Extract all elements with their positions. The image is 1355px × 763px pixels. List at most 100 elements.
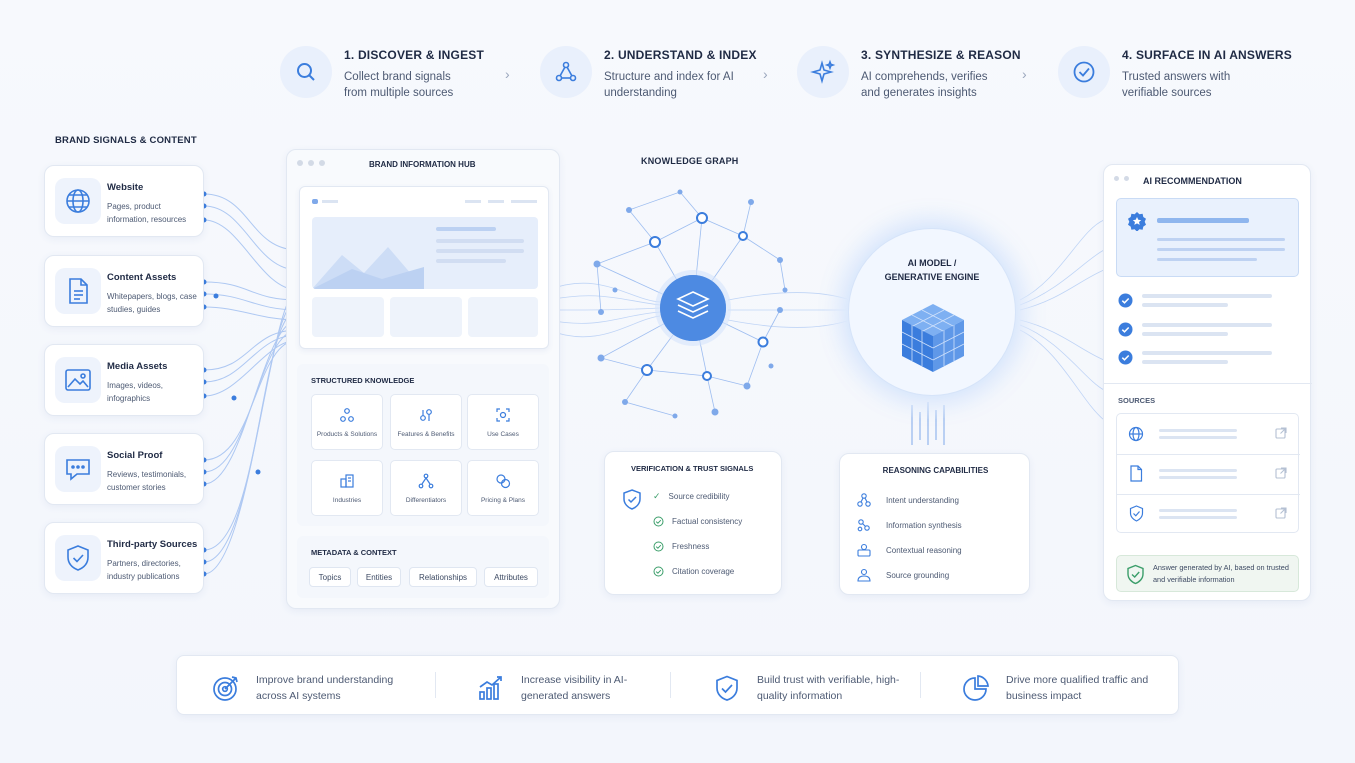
chevron-right-icon: › [505,66,510,82]
globe-icon [55,178,101,224]
brand-hub-panel: BRAND INFORMATION HUB STRUCTURED KNOWLED… [286,149,560,609]
divider [435,672,436,698]
user-nodes-icon [857,493,871,507]
check-icon: ✓ [653,491,661,501]
step-understand: 2. UNDERSTAND & INDEX Structure and inde… [540,46,780,101]
tag-relationships[interactable]: Relationships [409,567,477,587]
source-row[interactable] [1117,454,1300,494]
hero-image [312,217,538,289]
external-link-icon[interactable] [1275,507,1287,519]
verification-item: ✓Source credibility [653,491,730,501]
check-circle-icon [1118,322,1133,342]
step-title: 1. DISCOVER & INGEST [344,48,485,62]
reasoning-panel: REASONING CAPABILITIES Intent understand… [839,453,1030,595]
shield-check-icon [1129,505,1144,522]
cube-icon [901,304,965,372]
trust-footer: Answer generated by AI, based on trusted… [1116,555,1299,592]
structured-knowledge: STRUCTURED KNOWLEDGE Products & Solution… [297,364,549,526]
signal-website[interactable]: Website Pages, product information, reso… [44,165,204,237]
structured-title: STRUCTURED KNOWLEDGE [311,376,415,385]
step-title: 4. SURFACE IN AI ANSWERS [1122,48,1292,62]
divider [920,672,921,698]
external-link-icon[interactable] [1275,427,1287,439]
sliders-icon [420,408,432,421]
tile-industries[interactable]: Industries [311,460,383,516]
tag-topics[interactable]: Topics [309,567,351,587]
step-desc: Trusted answers with verifiable sources [1122,71,1231,99]
benefit-traffic: Drive more qualified traffic and busines… [962,672,1156,704]
signal-content-assets[interactable]: Content Assets Whitepapers, blogs, case … [44,255,204,327]
tile-pricing[interactable]: Pricing & Plans [467,460,539,516]
signal-title: Media Assets [107,361,168,372]
window-dots [1114,176,1129,181]
divider [1104,383,1312,384]
layers-icon [676,291,710,319]
chevron-right-icon: › [1022,66,1027,82]
divider [670,672,671,698]
step-surface: 4. SURFACE IN AI ANSWERS Trusted answers… [1058,46,1298,101]
tag-entities[interactable]: Entities [357,567,401,587]
tile-differentiators[interactable]: Differentiators [390,460,462,516]
check-circle-icon [1118,293,1133,313]
mountain-icon [312,247,424,289]
check-circle-icon [653,541,664,552]
hub-title: BRAND INFORMATION HUB [369,160,476,169]
source-row[interactable] [1117,414,1300,454]
answer-card[interactable] [1116,198,1299,277]
benefit-visibility: Increase visibility in AI-generated answ… [477,672,671,704]
badge-icon [1128,212,1146,231]
shield-icon [55,535,101,581]
benefit-text: Improve brand understanding across AI sy… [256,674,394,702]
tile-products[interactable]: Products & Solutions [311,394,383,450]
benefit-trust: Build trust with verifiable, high-qualit… [713,672,907,704]
signal-desc: Images, videos, infographics [107,381,164,403]
pie-chart-icon [963,675,989,701]
coins-icon [496,473,511,488]
reasoning-item: Information synthesis [856,517,962,533]
benefits-bar [176,655,1179,715]
tile-features[interactable]: Features & Benefits [390,394,462,450]
signal-title: Third-party Sources [107,539,198,550]
tile-label: Features & Benefits [397,430,455,438]
building-icon [340,473,354,488]
check-circle-icon [653,566,664,577]
tile-label: Pricing & Plans [480,496,526,504]
document-icon [55,268,101,314]
signal-media-assets[interactable]: Media Assets Images, videos, infographic… [44,344,204,416]
chevron-right-icon: › [763,66,768,82]
tile-label: Industries [332,496,362,504]
nodes-icon [340,407,354,422]
chat-icon [55,446,101,492]
ai-model-label: AI MODEL / GENERATIVE ENGINE [884,258,980,282]
step-desc: Structure and index for AI understanding [604,71,734,99]
signal-third-party[interactable]: Third-party Sources Partners, directorie… [44,522,204,594]
check-circle-icon [1058,46,1110,98]
knowledge-graph [593,189,788,419]
tile-use-cases[interactable]: Use Cases [467,394,539,450]
verification-item: Factual consistency [653,516,742,527]
ai-recommendation-panel: AI RECOMMENDATION SOURCES [1103,164,1312,601]
verification-item: Citation coverage [653,566,734,577]
window-dots [297,160,325,166]
external-link-icon[interactable] [1275,467,1287,479]
signal-title: Website [107,182,144,193]
website-preview [299,186,549,349]
graph-title: KNOWLEDGE GRAPH [641,156,739,166]
check-circle-icon [653,516,664,527]
globe-icon [1128,426,1144,442]
benefit-text: Increase visibility in AI-generated answ… [521,674,628,702]
focus-icon [496,407,510,422]
document-icon [1130,465,1143,482]
context-icon [857,543,871,557]
step-desc: AI comprehends, verifies and generates i… [861,71,988,99]
shield-check-icon [716,675,738,701]
source-row[interactable] [1117,494,1300,534]
reasoning-item: Source grounding [856,567,949,583]
sparkle-icon [797,46,849,98]
signals-title: BRAND SIGNALS & CONTENT [55,135,197,146]
sources-title: SOURCES [1118,396,1156,405]
tile-label: Products & Solutions [316,430,378,438]
signal-social-proof[interactable]: Social Proof Reviews, testimonials, cust… [44,433,204,505]
tag-attributes[interactable]: Attributes [484,567,538,587]
verification-item: Freshness [653,541,709,552]
